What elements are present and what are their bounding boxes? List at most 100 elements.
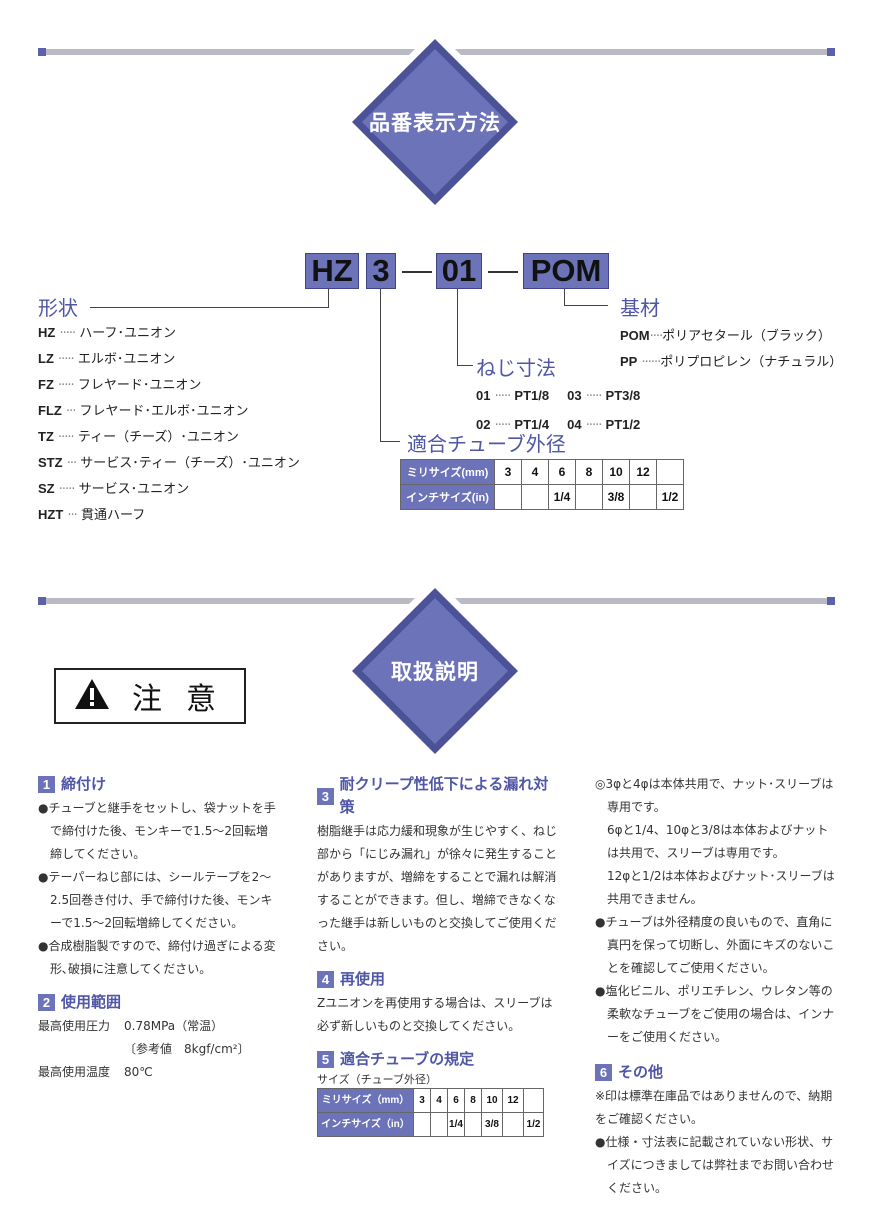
- thread-items-0-value: PT1/8: [514, 388, 550, 403]
- thread-list: 01 ····· PT1/8 03 ····· PT3/8 02 ····· PT…: [476, 382, 640, 440]
- list-item: LZ ····· エルボ･ユニオン: [38, 346, 300, 372]
- shape-items-4-name: ティー（チーズ）･ユニオン: [77, 430, 239, 445]
- instructions-s2-num: 2: [38, 994, 55, 1011]
- instructions-s5-inch-4: 3/8: [481, 1112, 503, 1137]
- instructions-s5-num: 5: [317, 1051, 334, 1068]
- shape-items-7-code: HZT: [38, 507, 64, 522]
- shape-items-6-dots: ·····: [58, 482, 76, 497]
- instructions-s5-mm-5: 12: [502, 1088, 524, 1113]
- instructions-s2-title: 使用範囲: [61, 993, 122, 1011]
- instructions-s6-num: 6: [595, 1064, 612, 1081]
- instructions-s1-bullets-1: ●テーパーねじ部には、シールテープを2～2.5回巻き付け、手で締付けた後、モンキ…: [38, 870, 273, 930]
- instructions-s5-inch-1: [430, 1112, 448, 1137]
- instructions-s5-caption: サイズ（チューブ外径）: [317, 1073, 438, 1086]
- list-item: STZ ··· サービス･ティー（チーズ）･ユニオン: [38, 450, 300, 476]
- instructions-s3-title: 耐クリープ性低下による漏れ対策: [339, 775, 549, 816]
- list-item: 01 ····· PT1/8 03 ····· PT3/8: [476, 382, 640, 411]
- tube-inch-0: [494, 484, 522, 510]
- list-item: SZ ····· サービス･ユニオン: [38, 476, 300, 502]
- thread-items-2-dots: ·····: [494, 418, 512, 433]
- instructions-s5-title: 適合チューブの規定: [340, 1050, 475, 1068]
- thread-items-0-code: 01: [476, 388, 491, 403]
- tube-inch-1: [521, 484, 549, 510]
- instructions-s5-inch-5: [502, 1112, 524, 1137]
- instructions-s4-body: Zユニオンを再使用する場合は、スリーブは必ず新しいものと交換してください。: [317, 996, 553, 1033]
- section-title-diamond: 取扱説明: [340, 576, 530, 766]
- instructions-s5-mm-6: [523, 1088, 544, 1113]
- caution-box: 注意: [54, 668, 246, 724]
- thread-items-1-code: 03: [567, 388, 582, 403]
- section-heading: 1 締付け: [38, 773, 278, 796]
- material-items-0-code: POM: [620, 328, 650, 343]
- section-heading: 3 耐クリープ性低下による漏れ対策: [317, 773, 559, 819]
- warning-icon: [74, 678, 110, 714]
- instructions-s2-v1b: 〔参考値 8kgf/cm²〕: [124, 1042, 250, 1056]
- shape-items-3-dots: ···: [65, 404, 76, 419]
- tube-mm-1: 4: [521, 459, 549, 485]
- list-item: HZ ····· ハーフ･ユニオン: [38, 320, 300, 346]
- shape-items-0-name: ハーフ･ユニオン: [79, 326, 177, 341]
- thread-items-3-code: 04: [567, 417, 582, 432]
- thread-items-3-dots: ·····: [585, 418, 603, 433]
- instructions-s4-title: 再使用: [340, 970, 386, 988]
- list-item: HZT ··· 貫通ハーフ: [38, 502, 300, 528]
- instructions-s5-mm-4: 10: [481, 1088, 503, 1113]
- tube-mm-3: 8: [575, 459, 603, 485]
- section-heading: 5 適合チューブの規定: [317, 1048, 559, 1071]
- material-items-0-name: ポリアセタール（ブラック）: [662, 329, 831, 344]
- instructions-s5-inch-2: 1/4: [447, 1112, 465, 1137]
- tube-mm-4: 10: [602, 459, 630, 485]
- instructions-s4-num: 4: [317, 971, 334, 988]
- instructions-s5-inch-0: [413, 1112, 431, 1137]
- shape-items-6-name: サービス･ユニオン: [78, 482, 190, 497]
- tube-mm-6: [656, 459, 684, 485]
- instructions-note-p1: ◎3φと4φは本体共用で、ナット･スリーブは専用です。: [595, 777, 834, 814]
- shape-heading: 形状: [38, 296, 78, 320]
- tube-inch-2: 1/4: [548, 484, 576, 510]
- thread-items-1-value: PT3/8: [605, 388, 641, 403]
- instructions-s2-k2: 最高使用温度: [38, 1065, 111, 1079]
- section-title-diamond: 品番表示方法: [340, 27, 530, 217]
- list-item: TZ ····· ティー（チーズ）･ユニオン: [38, 424, 300, 450]
- list-item: FZ ····· フレヤード･ユニオン: [38, 372, 300, 398]
- shape-items-4-code: TZ: [38, 429, 54, 444]
- material-items-1-dots: ······: [641, 355, 661, 370]
- list-item: PP ······ポリプロピレン（ナチュラル）: [620, 349, 842, 375]
- thread-items-3-value: PT1/2: [605, 417, 641, 432]
- thread-items-2-code: 02: [476, 417, 491, 432]
- instructions-s6-p1: ※印は標準在庫品ではありませんので、納期をご確認ください。: [595, 1089, 833, 1126]
- shape-items-4-dots: ·····: [58, 430, 75, 445]
- shape-items-3-code: FLZ: [38, 403, 62, 418]
- instructions-s1-bullets-2: ●合成樹脂製ですので、締付け過ぎによる変形､破損に注意してください。: [38, 939, 276, 976]
- instructions-note-p2: 6φと1/4、10φと3/8は本体およびナットは共用で、スリーブは専用です。: [607, 823, 829, 860]
- thread-items-0-dots: ·····: [494, 389, 512, 404]
- pn-thread-code: 01: [436, 253, 482, 289]
- instructions-s5-mm-3: 8: [464, 1088, 482, 1113]
- material-items-1-code: PP: [620, 354, 638, 369]
- tube-row2_label: インチサイズ(in): [400, 484, 495, 510]
- instructions-note-b2: ●塩化ビニル、ポリエチレン、ウレタン等の柔軟なチューブをご使用の場合は、インナー…: [595, 984, 835, 1044]
- tube-inch-4: 3/8: [602, 484, 630, 510]
- instructions-s1-num: 1: [38, 776, 55, 793]
- material-items-1-name: ポリプロピレン（ナチュラル）: [660, 355, 843, 370]
- shape-list: HZ ····· ハーフ･ユニオン LZ ····· エルボ･ユニオン FZ ·…: [38, 320, 300, 528]
- section-heading: 4 再使用: [317, 968, 559, 991]
- pn-material-code: POM: [523, 253, 609, 289]
- instructions-col-3: ◎3φと4φは本体共用で、ナット･スリーブは専用です。 6φと1/4、10φと3…: [595, 773, 839, 1200]
- instructions-note-b1: ●チューブは外径精度の良いもので、直角に真円を保って切断し、外面にキズのないこと…: [595, 915, 835, 975]
- tube-mm-0: 3: [494, 459, 522, 485]
- shape-items-5-name: サービス･ティー（チーズ）･ユニオン: [80, 456, 300, 471]
- shape-items-0-code: HZ: [38, 325, 56, 340]
- pn-dash: [488, 271, 518, 273]
- shape-items-6-code: SZ: [38, 481, 55, 496]
- shape-items-7-dots: ···: [67, 508, 77, 523]
- instructions-s3-num: 3: [317, 787, 334, 805]
- thread-items-1-dots: ·····: [585, 389, 603, 404]
- instructions-s1-title: 締付け: [61, 775, 107, 793]
- instructions-s5-mm-1: 4: [430, 1088, 448, 1113]
